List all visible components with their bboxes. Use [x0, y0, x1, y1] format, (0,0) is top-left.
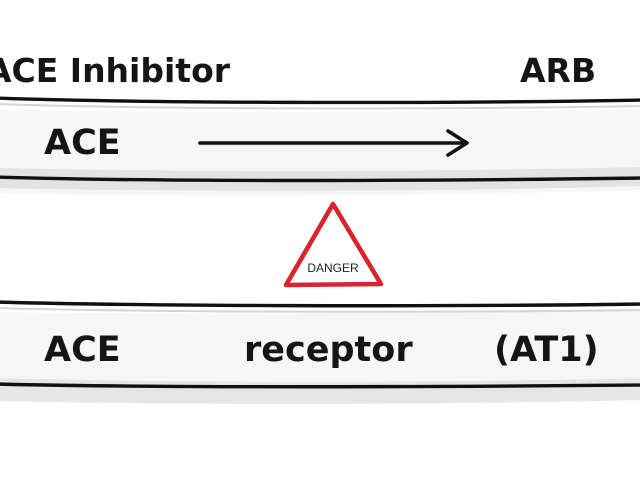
bottom-ace-label: ACE	[44, 330, 121, 370]
bottom-band-upper-line	[0, 300, 640, 308]
arb-title: ARB	[520, 51, 597, 90]
at1-label: (AT1)	[494, 330, 599, 370]
top-band-upper-line-shadow	[0, 103, 640, 110]
warning-triangle-icon	[283, 201, 384, 288]
danger-text: DANGER	[307, 261, 359, 275]
receptor-label: receptor	[244, 330, 413, 370]
top-band-lower-line	[0, 175, 640, 183]
bottom-band-lower-line	[0, 382, 640, 389]
ace-inhibitor-title: ACE Inhibitor	[0, 51, 231, 90]
top-band-upper-line	[0, 96, 640, 105]
bottom-band-lower-shadow	[0, 378, 640, 404]
top-ace-label: ACE	[44, 123, 121, 163]
arrow-head-icon	[446, 129, 469, 157]
bottom-band-shadow	[0, 311, 640, 402]
bottom-band-upper-line-shadow	[0, 307, 640, 313]
